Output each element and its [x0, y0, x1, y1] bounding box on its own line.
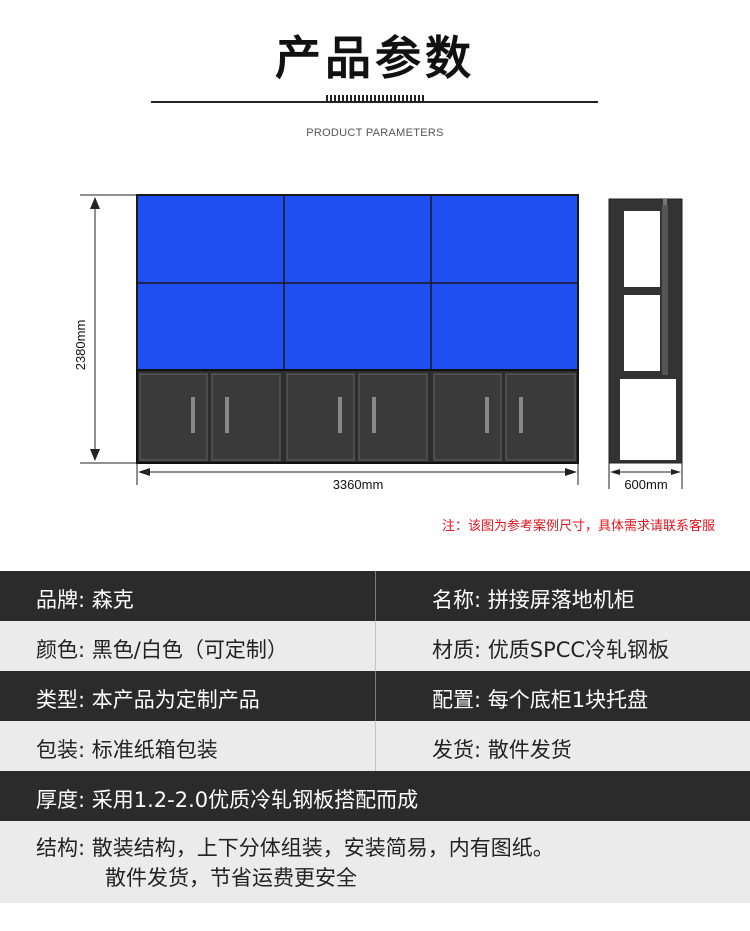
row-divider — [375, 721, 376, 771]
spec-row: 类型: 本产品为定制产品 配置: 每个底柜1块托盘 — [0, 671, 750, 721]
row-divider — [375, 671, 376, 721]
spec-structure-line1: 结构: 散装结构，上下分体组装，安装简易，内有图纸。 — [36, 836, 554, 860]
page-title: 产品参数 — [275, 31, 475, 85]
title-divider-hatch — [326, 95, 426, 103]
row-divider — [375, 571, 376, 621]
depth-label: 600mm — [624, 477, 667, 492]
spec-structure: 结构: 散装结构，上下分体组装，安装简易，内有图纸。 散件发货，节省运费更安全 — [36, 833, 554, 893]
page-subtitle: PRODUCT PARAMETERS — [306, 127, 444, 139]
width-arrow-left-icon — [138, 468, 150, 476]
size-note: 注：该图为参考案例尺寸，具体需求请联系客服 — [441, 519, 715, 534]
spec-row: 厚度: 采用1.2-2.0优质冷轧钢板搭配而成 — [0, 771, 750, 821]
depth-arrow-left-icon — [610, 469, 620, 475]
depth-arrow-right-icon — [671, 469, 681, 475]
spec-row: 包装: 标准纸箱包装 发货: 散件发货 — [0, 721, 750, 771]
spec-row: 颜色: 黑色/白色（可定制） 材质: 优质SPCC冷轧钢板 — [0, 621, 750, 671]
video-wall-screens — [136, 194, 579, 371]
height-arrow-down-icon — [90, 449, 100, 461]
spec-brand: 品牌: 森克 — [36, 588, 134, 612]
spec-structure-line2: 散件发货，节省运费更安全 — [105, 866, 357, 890]
product-dimension-diagram: 2380mm 3360mm — [73, 194, 683, 492]
base-cabinets — [136, 369, 579, 464]
height-label: 2380mm — [73, 320, 88, 371]
height-arrow-up-icon — [90, 197, 100, 209]
width-label: 3360mm — [333, 477, 384, 492]
spec-shipping: 发货: 散件发货 — [432, 738, 572, 762]
spec-config: 配置: 每个底柜1块托盘 — [432, 688, 649, 712]
spec-table: 品牌: 森克 名称: 拼接屏落地机柜 颜色: 黑色/白色（可定制） 材质: 优质… — [0, 571, 750, 903]
spec-material: 材质: 优质SPCC冷轧钢板 — [432, 638, 670, 662]
spec-row: 结构: 散装结构，上下分体组装，安装简易，内有图纸。 散件发货，节省运费更安全 — [0, 821, 750, 903]
spec-packaging: 包装: 标准纸箱包装 — [36, 738, 218, 762]
spec-thickness: 厚度: 采用1.2-2.0优质冷轧钢板搭配而成 — [36, 788, 419, 812]
row-divider — [375, 621, 376, 671]
side-view-frame — [608, 198, 683, 464]
spec-color: 颜色: 黑色/白色（可定制） — [36, 638, 288, 662]
width-arrow-right-icon — [565, 468, 577, 476]
spec-row: 品牌: 森克 名称: 拼接屏落地机柜 — [0, 571, 750, 621]
spec-type: 类型: 本产品为定制产品 — [36, 688, 260, 712]
spec-name: 名称: 拼接屏落地机柜 — [432, 588, 635, 612]
